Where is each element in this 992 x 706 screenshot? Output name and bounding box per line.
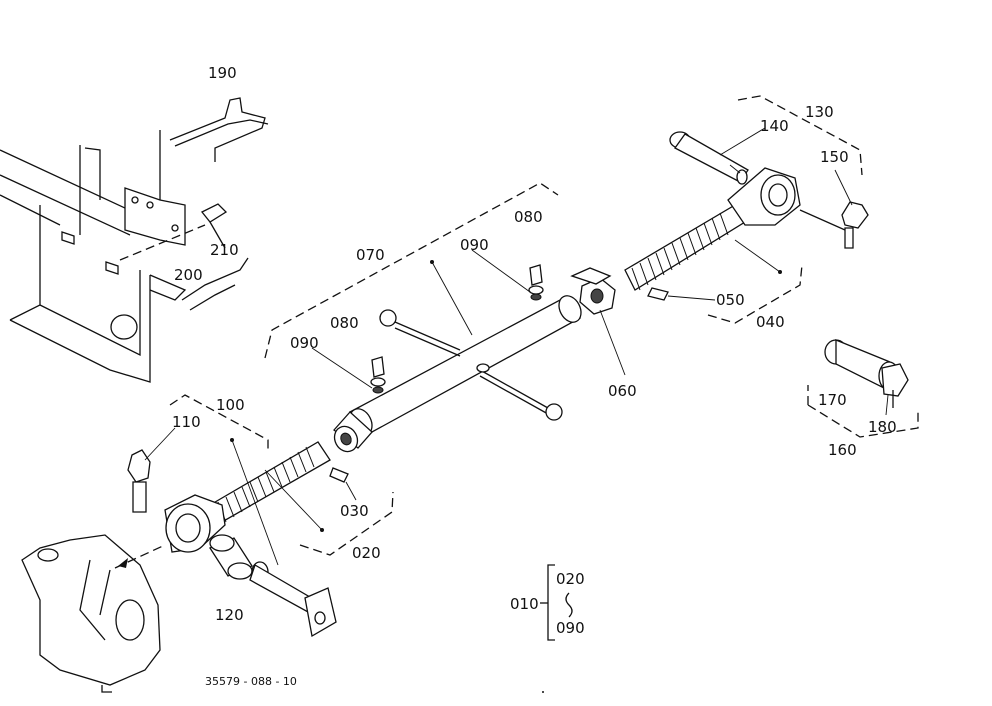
label-010: 010	[510, 595, 539, 613]
label-110: 110	[172, 413, 201, 431]
label-080-upper: 080	[514, 208, 543, 226]
rod-end-100	[164, 438, 331, 566]
group-box-040	[707, 264, 803, 324]
lock-nut-060	[570, 267, 626, 376]
label-020: 020	[352, 544, 381, 562]
pin-140	[669, 127, 766, 185]
rod-end-040	[624, 167, 801, 291]
label-190: 190	[208, 64, 237, 82]
label-050: 050	[716, 291, 745, 309]
group-box-130	[737, 95, 863, 176]
label-200: 200	[174, 266, 203, 284]
label-060: 060	[608, 382, 637, 400]
lynch-pin-150	[799, 169, 869, 249]
group-box-020	[299, 491, 394, 556]
label-150: 150	[820, 148, 849, 166]
label-130: 130	[805, 103, 834, 121]
spring-pin-030	[329, 467, 357, 501]
label-040: 040	[756, 313, 785, 331]
drawing-number: 35579 - 088 - 10	[205, 675, 297, 688]
grease-nipple-upper	[471, 249, 544, 301]
group-box-160	[807, 385, 919, 438]
group-box-100	[169, 394, 269, 452]
component-bracket-010	[540, 564, 573, 641]
label-090-upper: 090	[460, 236, 489, 254]
bracket-200	[124, 130, 186, 246]
tractor-frame	[0, 145, 249, 383]
bolt-210	[119, 203, 228, 261]
label-030: 030	[340, 502, 369, 520]
label-100: 100	[216, 396, 245, 414]
label-180: 180	[868, 418, 897, 436]
group-box-070	[264, 182, 559, 359]
label-020-list: 020	[556, 570, 585, 588]
bush-120	[209, 534, 253, 580]
label-160: 160	[828, 441, 857, 459]
pin-with-plate	[249, 561, 337, 638]
spring-clip-190	[169, 97, 269, 162]
lower-bracket	[21, 534, 166, 693]
label-170: 170	[818, 391, 847, 409]
label-210: 210	[210, 241, 239, 259]
pin-170	[824, 339, 909, 416]
label-140: 140	[760, 117, 789, 135]
lynch-pin-110	[127, 427, 176, 513]
label-090-lower: 090	[290, 334, 319, 352]
main-tube-070	[333, 260, 582, 453]
label-070: 070	[356, 246, 385, 264]
label-080-lower: 080	[330, 314, 359, 332]
label-090-list: 090	[556, 619, 585, 637]
spring-pin-050	[647, 287, 716, 301]
label-120: 120	[215, 606, 244, 624]
grease-nipple-lower	[311, 347, 386, 394]
